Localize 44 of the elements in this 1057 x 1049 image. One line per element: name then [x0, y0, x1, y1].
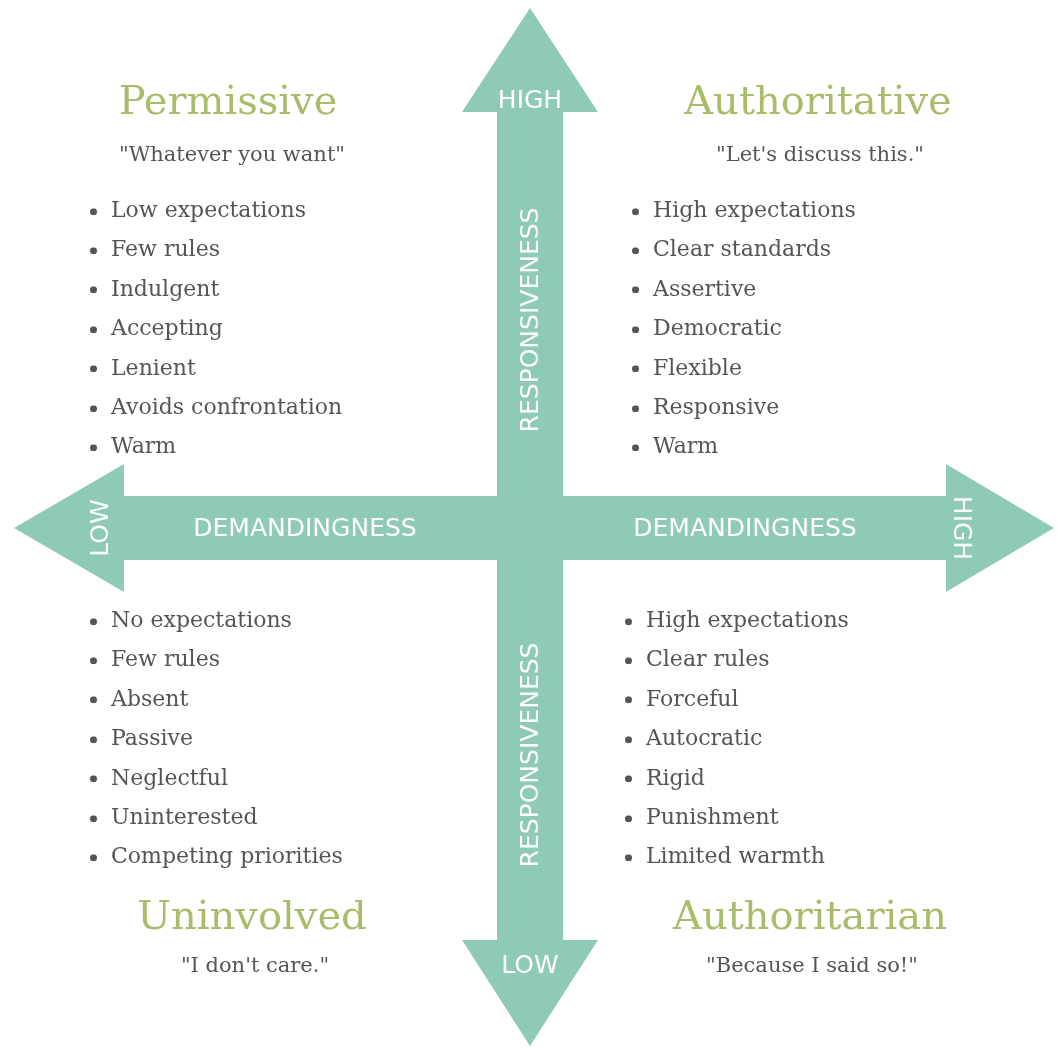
- style-heading: Permissive: [118, 77, 338, 123]
- quote-text: "Let's discuss this.": [716, 141, 924, 167]
- list-item: Uninterested: [111, 804, 258, 830]
- list-item: Accepting: [111, 315, 223, 341]
- axis-label: RESPONSIVENESS: [515, 207, 545, 433]
- list-item: Forceful: [646, 686, 739, 712]
- list-item: Clear standards: [653, 236, 832, 262]
- list-item: Punishment: [646, 804, 779, 830]
- style-heading: Authoritative: [684, 77, 952, 123]
- list-item: Limited warmth: [646, 843, 825, 869]
- axis-label: HIGH: [947, 495, 977, 561]
- quote-text: "Because I said so!": [706, 952, 918, 978]
- list-item: No expectations: [111, 607, 292, 633]
- list-item: High expectations: [646, 607, 849, 633]
- list-item: Neglectful: [111, 764, 228, 790]
- quote-text: "Whatever you want": [119, 141, 345, 167]
- list-item: Absent: [111, 686, 189, 712]
- list-item: Warm: [653, 433, 719, 459]
- list-item: Autocratic: [646, 725, 763, 751]
- list-item: Few rules: [111, 646, 220, 672]
- list-item: Few rules: [111, 236, 220, 262]
- list-item: Low expectations: [111, 197, 307, 223]
- list-item: Responsive: [653, 394, 780, 420]
- style-heading: Uninvolved: [137, 892, 367, 938]
- list-item: Democratic: [653, 315, 782, 341]
- quote-text: "I don't care.": [180, 952, 330, 978]
- axis-label: DEMANDINGNESS: [193, 513, 417, 543]
- list-item: Competing priorities: [111, 843, 343, 869]
- axis-label: LOW: [501, 950, 559, 980]
- list-item: Passive: [111, 725, 193, 751]
- list-item: Clear rules: [646, 646, 770, 672]
- list-item: High expectations: [653, 197, 856, 223]
- axis-label: HIGH: [497, 85, 563, 115]
- list-item: Assertive: [653, 276, 757, 302]
- list-item: Avoids confrontation: [111, 394, 343, 420]
- list-item: Lenient: [111, 354, 196, 380]
- style-heading: Authoritarian: [673, 892, 947, 938]
- list-item: Rigid: [646, 764, 705, 790]
- list-item: Indulgent: [111, 276, 220, 302]
- list-item: Warm: [111, 433, 177, 459]
- axis-label: LOW: [85, 499, 115, 557]
- list-item: Flexible: [653, 354, 742, 380]
- axis-label: RESPONSIVENESS: [515, 642, 545, 868]
- axis-label: DEMANDINGNESS: [633, 513, 857, 543]
